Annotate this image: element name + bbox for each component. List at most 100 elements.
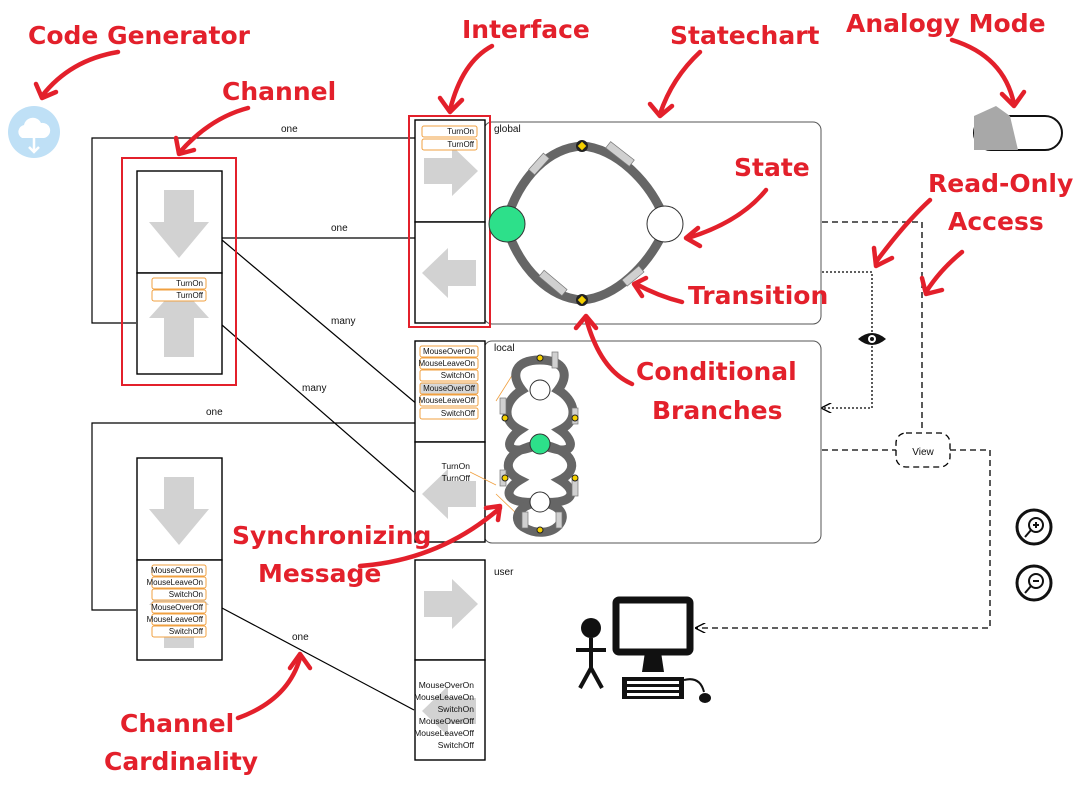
view-button[interactable]: View [895, 432, 951, 468]
state-active[interactable] [529, 433, 551, 455]
message-pill[interactable] [421, 138, 478, 151]
annotation-statechart: Statechart [670, 21, 820, 50]
interface-user[interactable]: MouseOverOn MouseLeaveOn SwitchOn MouseO… [414, 559, 486, 761]
conditional-branch[interactable] [501, 474, 509, 482]
annotation-arrow [173, 135, 197, 157]
message-pill-highlighted[interactable] [419, 382, 479, 395]
message-label: MouseOverOff [151, 603, 204, 612]
message-pill[interactable] [151, 613, 207, 626]
component-name-user: user [494, 567, 514, 578]
annotation-arrow [683, 225, 703, 249]
channel-line-many-2 [221, 324, 415, 493]
toggle-knob [974, 106, 1018, 150]
message-label: TurnOn [447, 127, 474, 136]
message-pill[interactable] [421, 125, 478, 138]
channel-top[interactable]: TurnOn TurnOff [136, 170, 223, 375]
conditional-branch[interactable] [571, 474, 579, 482]
state-inactive[interactable] [646, 205, 684, 243]
annotation-arrow [287, 651, 313, 671]
conditional-branch[interactable] [536, 354, 544, 362]
cardinality-label: one [331, 223, 348, 234]
transition-label-chip [621, 265, 645, 287]
message-label: SwitchOff [169, 627, 204, 636]
cloud-icon[interactable] [8, 106, 60, 158]
zoom-out-icon[interactable] [1015, 564, 1053, 602]
message-label: MouseOverOn [423, 347, 475, 356]
annotation-channel: Channel [222, 77, 336, 106]
message-pill[interactable] [151, 576, 207, 589]
branch-marker [577, 295, 587, 305]
read-access-line-global [822, 221, 923, 430]
annotation-channel-cardinality-2: Cardinality [104, 747, 258, 776]
message-pill[interactable] [419, 407, 479, 420]
message-label: MouseLeaveOff [147, 615, 204, 624]
message-pill[interactable] [151, 289, 207, 302]
message-pill[interactable] [151, 625, 207, 638]
channel-line-many-1 [221, 239, 419, 406]
annotation-transition: Transition [688, 281, 828, 310]
channel-line-lower-one [91, 422, 418, 611]
arrow-down-icon [149, 190, 209, 258]
annotation-arrow [633, 281, 685, 305]
arrow-up-icon [149, 285, 209, 357]
arrow-left-icon [422, 469, 476, 519]
message-pill[interactable] [419, 394, 479, 407]
message-label: MouseLeaveOn [147, 578, 203, 587]
message-pill[interactable] [419, 357, 479, 370]
message-label: TurnOff [176, 291, 203, 300]
annotation-arrow [33, 81, 59, 101]
channel-bottom[interactable]: MouseOverOn MouseLeaveOn SwitchOn MouseO… [136, 457, 223, 661]
eye-icon[interactable] [858, 333, 886, 345]
analogy-toggle-icon[interactable] [973, 106, 1063, 151]
user-at-computer-icon [576, 596, 711, 703]
cardinality-label: many [331, 316, 355, 327]
cardinality-label: many [302, 383, 326, 394]
conditional-branch[interactable] [571, 414, 579, 422]
state-inactive[interactable] [529, 491, 551, 513]
transition-label-chip [551, 351, 559, 369]
message-pill[interactable] [419, 369, 479, 382]
arrow-left-icon [422, 248, 476, 298]
message-label: SwitchOn [438, 704, 475, 714]
annotation-arrow [631, 275, 649, 299]
message-label: SwitchOff [438, 740, 475, 750]
component-name-local: local [494, 343, 515, 354]
cardinality-label: one [281, 124, 298, 135]
transition-label-chip [605, 141, 635, 167]
message-label: TurnOn [176, 279, 203, 288]
transition-label-chip [499, 397, 507, 415]
interface-global[interactable]: TurnOn TurnOff [414, 119, 486, 324]
arrow-down-icon [149, 477, 209, 545]
transition-path [504, 439, 541, 507]
message-label: TurnOff [447, 140, 474, 149]
annotation-arrow [483, 503, 503, 523]
arrow-right-icon [424, 146, 478, 196]
arrow-left-icon [422, 686, 476, 736]
zoom-in-icon[interactable] [1015, 508, 1053, 546]
interface-local[interactable]: MouseOverOn MouseLeaveOn SwitchOn MouseO… [414, 340, 486, 543]
state-active[interactable] [488, 205, 526, 243]
transition-label-chip [571, 479, 579, 497]
conditional-branch[interactable] [501, 414, 509, 422]
message-pill[interactable] [151, 588, 207, 601]
annotation-arrow [923, 249, 965, 295]
message-pill[interactable] [419, 345, 479, 358]
message-pill[interactable] [151, 601, 207, 614]
transition-path [502, 355, 542, 455]
annotation-channel-cardinality-1: Channel [120, 709, 234, 738]
annotation-interface: Interface [462, 15, 590, 44]
view-button-label: View [912, 447, 934, 458]
annotation-arrow [177, 105, 251, 155]
message-pill[interactable] [151, 277, 207, 290]
state-inactive[interactable] [529, 379, 551, 401]
message-pill[interactable] [151, 564, 207, 577]
channel-line-top-one [91, 137, 420, 324]
conditional-branch[interactable] [536, 526, 544, 534]
message-label: TurnOff [442, 473, 471, 483]
annotation-arrow [685, 187, 769, 241]
annotation-conditional: Conditional [636, 357, 797, 386]
arrow-right-icon [424, 579, 478, 629]
annotation-arrow [235, 655, 303, 721]
